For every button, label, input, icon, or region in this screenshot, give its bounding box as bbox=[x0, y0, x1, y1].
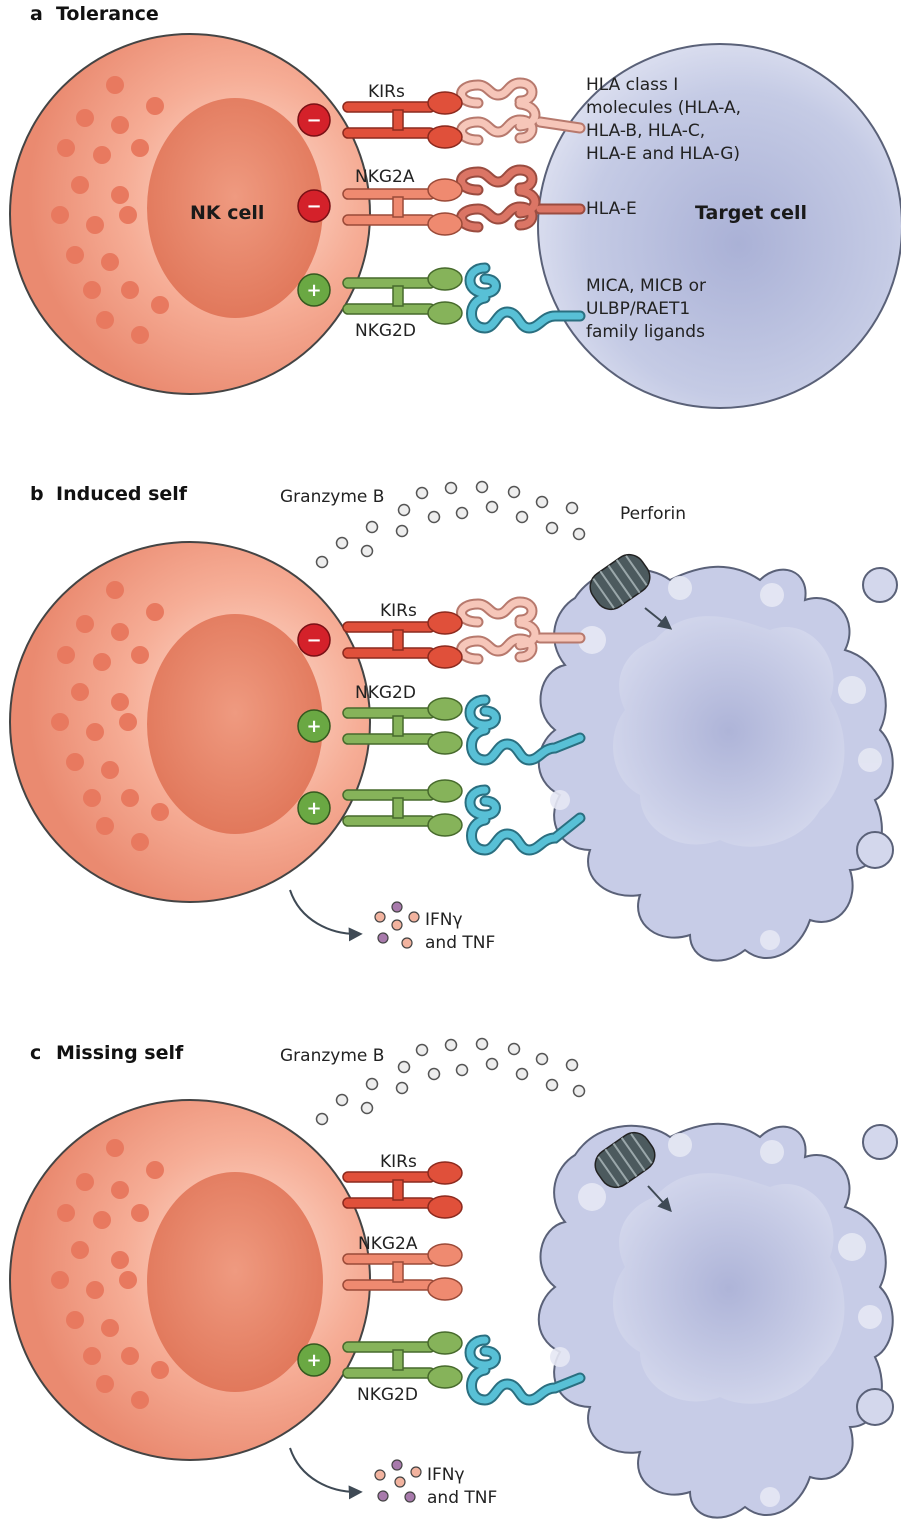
target-cell bbox=[537, 43, 901, 409]
granzyme-dots bbox=[315, 1037, 586, 1126]
panel-b-title: Induced self bbox=[56, 483, 188, 505]
perforin-pore bbox=[594, 1131, 656, 1189]
svg-text:molecules (HLA-A,: molecules (HLA-A, bbox=[586, 98, 741, 118]
svg-text:ULBP/RAET1: ULBP/RAET1 bbox=[586, 299, 690, 319]
svg-text:+: + bbox=[306, 280, 321, 301]
nk-granules bbox=[51, 581, 169, 851]
receptor-nkg2d bbox=[342, 1331, 463, 1389]
svg-text:−: − bbox=[306, 630, 321, 651]
perforin-arrow bbox=[647, 1185, 672, 1213]
receptor-nkg2d-2 bbox=[342, 779, 463, 837]
svg-text:−: − bbox=[306, 110, 321, 131]
svg-text:−: − bbox=[306, 196, 321, 217]
nk-nucleus bbox=[147, 614, 323, 834]
panel-a: a Tolerance NK cell Target cell bbox=[9, 3, 901, 409]
nkg2a-label: NKG2A bbox=[358, 1234, 418, 1254]
activate-sign-nkg2d: + bbox=[297, 1343, 331, 1377]
svg-text:HLA class I: HLA class I bbox=[586, 75, 678, 95]
ligand-mica bbox=[464, 1334, 586, 1406]
cytokines-label-2: and TNF bbox=[425, 933, 495, 953]
ligand-hla-e bbox=[456, 164, 586, 233]
perforin-arrow bbox=[644, 607, 673, 630]
kirs-label: KIRs bbox=[380, 1152, 417, 1172]
activate-sign-nkg2d-2: + bbox=[297, 791, 331, 825]
receptor-nkg2d bbox=[342, 267, 463, 325]
kirs-label: KIRs bbox=[380, 601, 417, 621]
inhibit-sign-kirs: − bbox=[297, 623, 331, 657]
nkg2d-label: NKG2D bbox=[355, 683, 416, 703]
target-cell-blob bbox=[537, 565, 898, 962]
cytokines-label-1: IFNγ bbox=[427, 1465, 465, 1485]
svg-text:MICA, MICB or: MICA, MICB or bbox=[586, 276, 706, 296]
cytokines-label-1: IFNγ bbox=[425, 910, 463, 930]
panel-b: b Induced self Granzyme B Perforin bbox=[9, 480, 898, 962]
nkg2d-label: NKG2D bbox=[357, 1385, 418, 1405]
kirs-label: KIRs bbox=[368, 82, 405, 102]
target-cell-label: Target cell bbox=[695, 202, 807, 224]
svg-text:+: + bbox=[306, 1350, 321, 1371]
panel-a-letter: a bbox=[30, 3, 43, 25]
ligand-mica-2 bbox=[464, 784, 586, 856]
nk-granules bbox=[51, 76, 169, 344]
activate-sign-nkg2d-1: + bbox=[297, 709, 331, 743]
perforin-pore bbox=[589, 553, 651, 611]
ligand-hla-class-1 bbox=[456, 596, 586, 665]
perforin-label: Perforin bbox=[620, 504, 686, 524]
svg-text:HLA-E and HLA-G): HLA-E and HLA-G) bbox=[586, 144, 740, 164]
panel-b-letter: b bbox=[30, 483, 44, 505]
svg-text:+: + bbox=[306, 716, 321, 737]
svg-text:HLA-B, HLA-C,: HLA-B, HLA-C, bbox=[586, 121, 705, 141]
mica-label: MICA, MICB or ULBP/RAET1 family ligands bbox=[586, 276, 706, 342]
cytokine-dots bbox=[374, 1459, 422, 1503]
nkg2a-label: NKG2A bbox=[355, 167, 415, 187]
panel-c-letter: c bbox=[30, 1042, 41, 1064]
granzyme-b-label: Granzyme B bbox=[280, 1046, 384, 1066]
panel-a-title: Tolerance bbox=[56, 3, 159, 25]
nk-granules bbox=[51, 1139, 169, 1409]
ligand-hla-class-1 bbox=[456, 77, 586, 146]
cytokine-dots bbox=[374, 901, 420, 949]
svg-text:+: + bbox=[306, 798, 321, 819]
ligand-mica bbox=[464, 262, 586, 334]
cytokine-arrow bbox=[289, 889, 363, 942]
cytokines-label-2: and TNF bbox=[427, 1488, 497, 1508]
target-cell-blob bbox=[537, 1122, 898, 1519]
nkg2d-label: NKG2D bbox=[355, 321, 416, 341]
nk-nucleus bbox=[147, 98, 323, 318]
inhibit-sign-nkg2a: − bbox=[297, 189, 331, 223]
hla-class-1-label: HLA class I molecules (HLA-A, HLA-B, HLA… bbox=[586, 75, 741, 164]
granzyme-b-label: Granzyme B bbox=[280, 487, 384, 507]
svg-text:family ligands: family ligands bbox=[586, 322, 705, 342]
panel-c-title: Missing self bbox=[56, 1042, 184, 1064]
activate-sign-nkg2d: + bbox=[297, 273, 331, 307]
ligand-mica-1 bbox=[464, 694, 586, 766]
cytokine-arrow bbox=[289, 1447, 363, 1500]
inhibit-sign-kirs: − bbox=[297, 103, 331, 137]
nk-cell-label: NK cell bbox=[190, 202, 264, 224]
hla-e-label: HLA-E bbox=[586, 199, 637, 219]
nk-nucleus bbox=[147, 1172, 323, 1392]
granzyme-dots bbox=[315, 480, 586, 569]
panel-c: c Missing self Granzyme B bbox=[9, 1037, 898, 1519]
